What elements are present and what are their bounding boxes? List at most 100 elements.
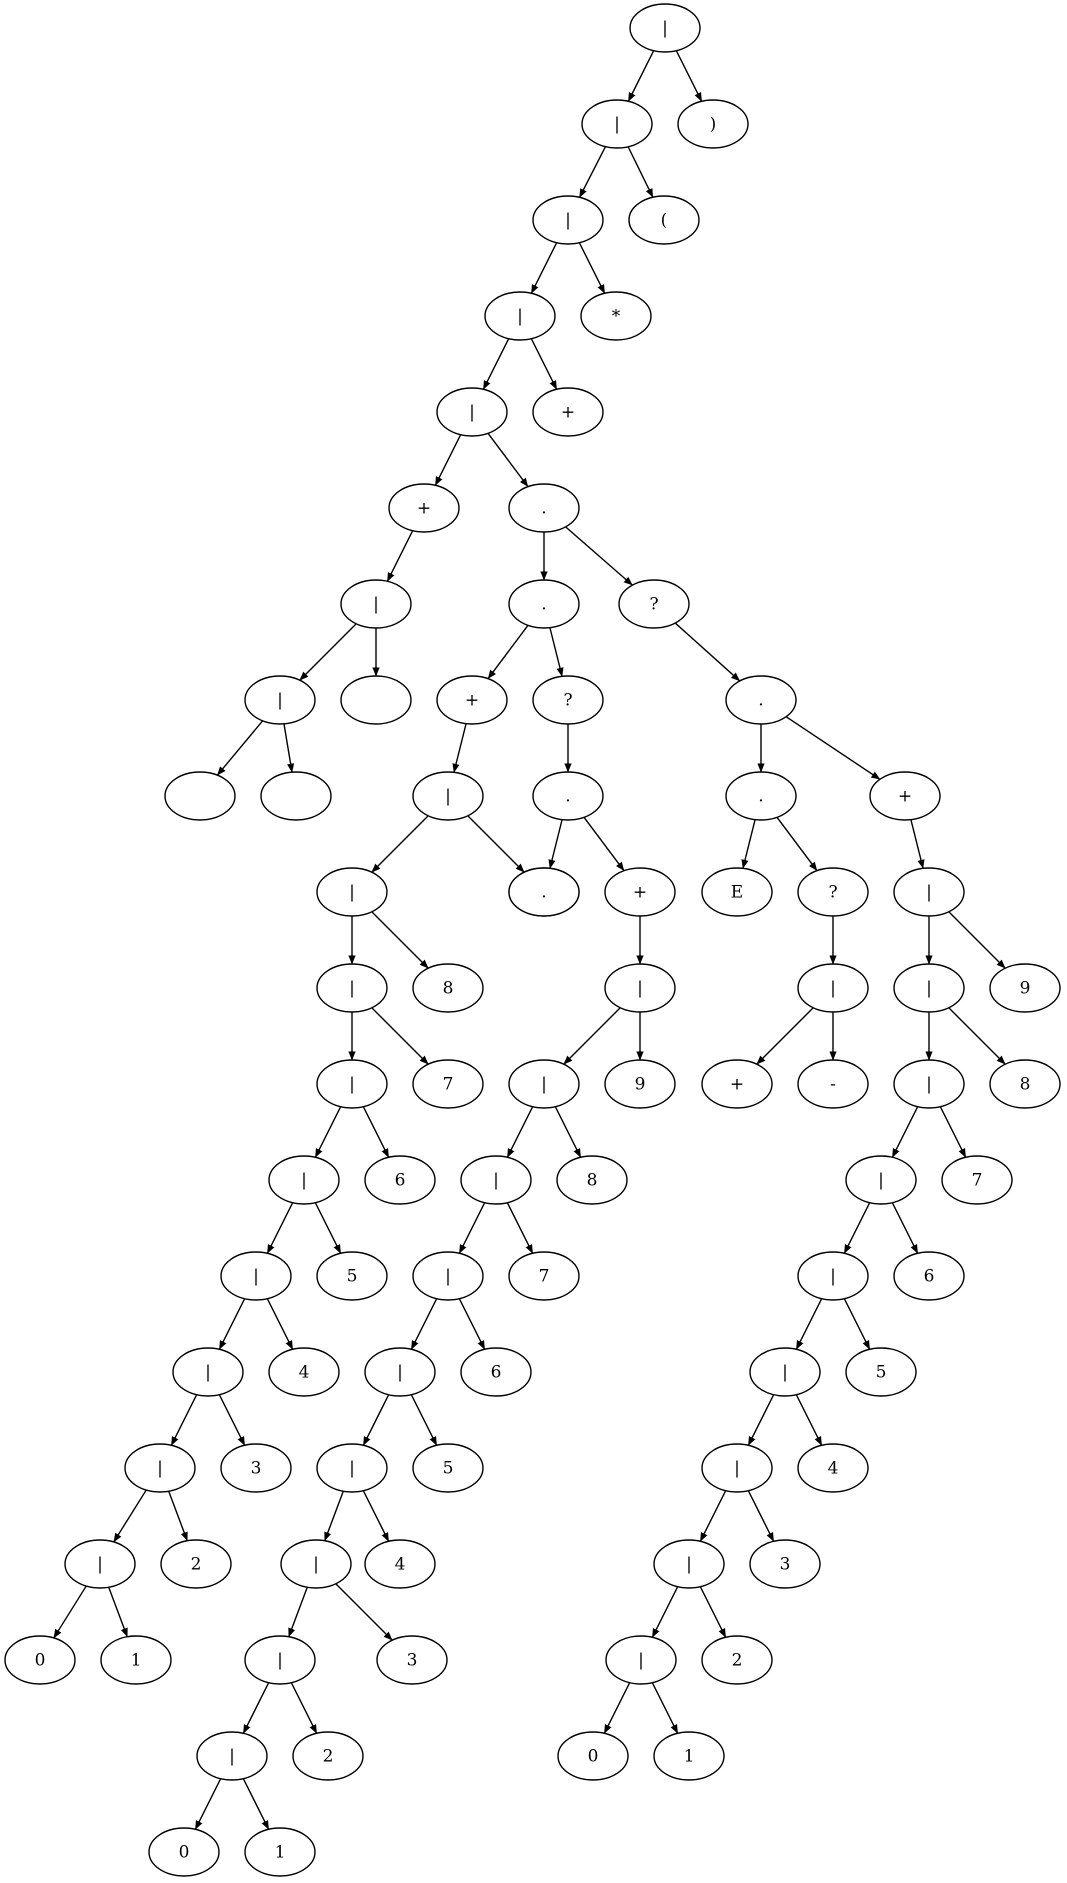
node-ellipse — [316, 1251, 388, 1301]
edge-n15-n18 — [283, 723, 295, 773]
tree-node-n69: - — [797, 1059, 869, 1109]
node-ellipse — [989, 1059, 1061, 1109]
tree-node-n40: . — [532, 771, 604, 821]
edge-n84-n85 — [699, 1586, 727, 1638]
edge-n31-n32 — [266, 1298, 294, 1350]
tree-node-n38: 0 — [4, 1635, 76, 1685]
node-ellipse — [604, 867, 676, 917]
edge-n8-n11 — [487, 432, 529, 488]
node-label: | — [277, 1651, 283, 1671]
node-ellipse — [376, 1635, 448, 1685]
tree-node-n31: | — [220, 1251, 292, 1301]
tree-node-n61: 1 — [244, 1827, 316, 1877]
tree-node-n58: 2 — [292, 1731, 364, 1781]
node-label: | — [349, 883, 355, 903]
node-label: | — [469, 403, 475, 423]
edge-n37-n39 — [108, 1586, 128, 1638]
node-label: | — [229, 1747, 235, 1767]
tree-node-n57: | — [244, 1635, 316, 1685]
node-label: ) — [710, 115, 717, 135]
node-ellipse — [893, 963, 965, 1013]
tree-node-n33: | — [172, 1347, 244, 1397]
node-label: ? — [649, 595, 658, 615]
edge-n80-n81 — [795, 1394, 823, 1446]
tree-node-n66: ? — [797, 867, 869, 917]
node-ellipse — [436, 675, 508, 725]
edge-n63-n65 — [741, 819, 756, 869]
node-ellipse — [725, 675, 797, 725]
node-ellipse — [124, 1443, 196, 1493]
edge-n53-n54 — [362, 1490, 390, 1542]
node-ellipse — [172, 1347, 244, 1397]
node-ellipse — [196, 1731, 268, 1781]
tree-node-n84: | — [653, 1539, 725, 1589]
edge-n53-n55 — [324, 1490, 344, 1542]
node-ellipse — [893, 867, 965, 917]
node-ellipse — [581, 99, 653, 149]
node-label: | — [878, 1171, 884, 1191]
node-ellipse — [797, 1059, 869, 1109]
node-label: * — [612, 307, 621, 327]
tree-node-n76: | — [845, 1155, 917, 1205]
node-ellipse — [845, 1347, 917, 1397]
edge-n45-n46 — [554, 1106, 582, 1158]
tree-node-n46: 8 — [556, 1155, 628, 1205]
tree-node-n79: 5 — [845, 1347, 917, 1397]
node-ellipse — [484, 291, 556, 341]
tree-node-n41: . — [508, 867, 580, 917]
node-ellipse — [749, 1539, 821, 1589]
node-label: + — [465, 691, 479, 711]
tree-node-n29: | — [268, 1155, 340, 1205]
node-label: 0 — [588, 1747, 599, 1767]
node-label: | — [313, 1555, 319, 1575]
edge-n45-n47 — [506, 1106, 534, 1158]
node-label: + — [898, 787, 912, 807]
edge-n2-n4 — [578, 146, 607, 198]
edge-n74-n76 — [891, 1106, 919, 1158]
node-label: | — [638, 1651, 644, 1671]
node-ellipse — [701, 1635, 773, 1685]
edge-n25-n26 — [371, 1007, 429, 1065]
node-ellipse — [893, 1251, 965, 1301]
tree-node-n27: | — [316, 1059, 388, 1109]
edge-n13-n19 — [487, 624, 529, 680]
edge-n51-n53 — [362, 1394, 390, 1446]
node-ellipse — [316, 963, 388, 1013]
edge-n57-n59 — [242, 1682, 270, 1734]
tree-node-n64: + — [869, 771, 941, 821]
tree-node-n20: ? — [532, 675, 604, 725]
node-label: 1 — [275, 1843, 286, 1863]
node-ellipse — [340, 675, 412, 725]
node-ellipse — [244, 1827, 316, 1877]
node-label: | — [517, 307, 523, 327]
node-ellipse — [292, 1731, 364, 1781]
edge-n84-n86 — [651, 1586, 679, 1638]
tree-node-n67: | — [797, 963, 869, 1013]
node-ellipse — [160, 1539, 232, 1589]
edge-n21-n23 — [371, 815, 429, 873]
edge-n1-n2 — [627, 50, 655, 102]
node-ellipse — [280, 1539, 352, 1589]
tree-node-n36: 2 — [160, 1539, 232, 1589]
edge-n4-n6 — [530, 242, 558, 294]
edge-n1-n3 — [675, 50, 703, 102]
tree-node-n87: 0 — [557, 1731, 629, 1781]
node-ellipse — [532, 195, 604, 245]
node-label: | — [349, 979, 355, 999]
node-label: | — [662, 19, 668, 39]
tree-node-n9: + — [532, 387, 604, 437]
node-label: 1 — [131, 1651, 142, 1671]
edge-n19-n21 — [452, 723, 467, 773]
node-label: 2 — [191, 1555, 202, 1575]
node-ellipse — [557, 1731, 629, 1781]
tree-node-n60: 0 — [148, 1827, 220, 1877]
node-label: 7 — [972, 1171, 983, 1191]
edge-n55-n57 — [288, 1586, 308, 1638]
edge-n29-n30 — [314, 1202, 342, 1254]
edge-n10-n12 — [386, 530, 414, 582]
node-ellipse — [340, 579, 412, 629]
edge-n67-n68 — [756, 1007, 814, 1065]
node-label: | — [926, 1075, 932, 1095]
edge-n86-n87 — [603, 1682, 631, 1734]
node-label: - — [830, 1075, 836, 1095]
